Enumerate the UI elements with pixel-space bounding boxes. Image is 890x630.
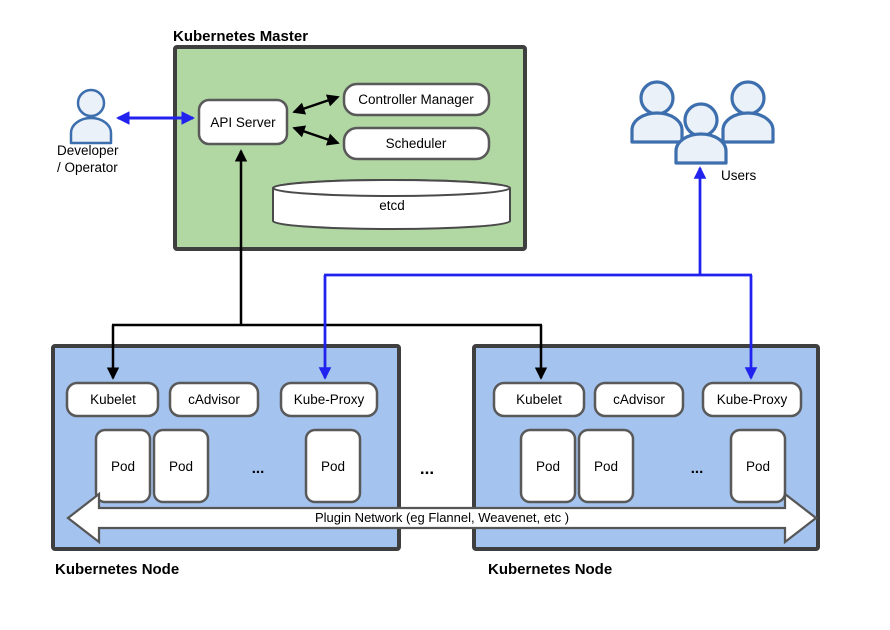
scheduler-label: Scheduler <box>386 136 447 151</box>
users-icon <box>630 80 775 165</box>
users-icon-head-front <box>683 102 719 138</box>
node-left-pod-2-label: Pod <box>169 459 193 474</box>
node-right-pod-1 <box>519 428 577 504</box>
users-icon-body-front <box>674 132 728 165</box>
node-left-kubelet-label: Kubelet <box>90 392 136 407</box>
node-left-pods-ellipsis: ... <box>252 460 265 477</box>
node-right-title: Kubernetes Node <box>488 561 612 578</box>
node-left-pod-3-label: Pod <box>321 459 345 474</box>
users-icon-head-right <box>730 80 766 116</box>
node-right-pod-2-label: Pod <box>594 459 618 474</box>
plugin-network-label: Plugin Network (eg Flannel, Weavenet, et… <box>315 510 569 525</box>
master-title: Kubernetes Master <box>173 28 308 45</box>
users-icon-head-left <box>639 80 675 116</box>
node-right-cadvisor-box <box>593 381 685 418</box>
node-left-cadvisor-box <box>168 381 260 418</box>
node-right-kubeproxy-box <box>701 381 803 418</box>
plugin-network-arrow <box>66 491 818 545</box>
etcd-label: etcd <box>379 198 405 213</box>
etcd-cylinder: etcd <box>272 179 511 230</box>
node-right-pod-3-label: Pod <box>746 459 770 474</box>
node-right-kubeproxy-label: Kube-Proxy <box>717 392 788 407</box>
node-right-kubelet-box <box>492 381 586 418</box>
developer-icon <box>69 88 113 145</box>
node-left-kubelet-box <box>65 381 160 418</box>
node-right-pod-3 <box>729 428 787 504</box>
node-left-pod-2 <box>152 428 210 504</box>
etcd-cylinder-top <box>272 179 511 197</box>
node-left-kubeproxy-box <box>279 381 379 418</box>
developer-label-line2: / Operator <box>57 160 118 175</box>
arrow-apiserver-scheduler <box>292 125 340 146</box>
node-right-cadvisor-label: cAdvisor <box>613 392 665 407</box>
developer-label-line1: Developer <box>57 143 119 158</box>
node-right-pod-2 <box>577 428 635 504</box>
api-server-box <box>197 98 289 146</box>
node-left-pod-3 <box>304 428 362 504</box>
scheduler-box <box>342 126 491 161</box>
node-left-cadvisor-label: cAdvisor <box>188 392 240 407</box>
controller-manager-box <box>342 82 491 117</box>
developer-icon-head <box>76 88 106 118</box>
node-left-pod-1-label: Pod <box>111 459 135 474</box>
controller-manager-label: Controller Manager <box>358 92 474 107</box>
node-left-pod-1 <box>94 428 152 504</box>
node-right-kubelet-label: Kubelet <box>516 392 562 407</box>
users-icon-body-right <box>721 111 775 144</box>
users-label: Users <box>721 168 757 183</box>
api-server-label: API Server <box>210 115 276 130</box>
nodes-gap-ellipsis: ... <box>420 459 434 478</box>
users-icon-body-left <box>630 111 684 144</box>
arrow-apiserver-controller-manager <box>292 94 340 115</box>
node-right-pods-ellipsis: ... <box>691 460 704 477</box>
developer-icon-body <box>69 116 113 145</box>
node-right-pod-1-label: Pod <box>536 459 560 474</box>
node-left-title: Kubernetes Node <box>55 561 179 578</box>
node-left-kubeproxy-label: Kube-Proxy <box>294 392 365 407</box>
